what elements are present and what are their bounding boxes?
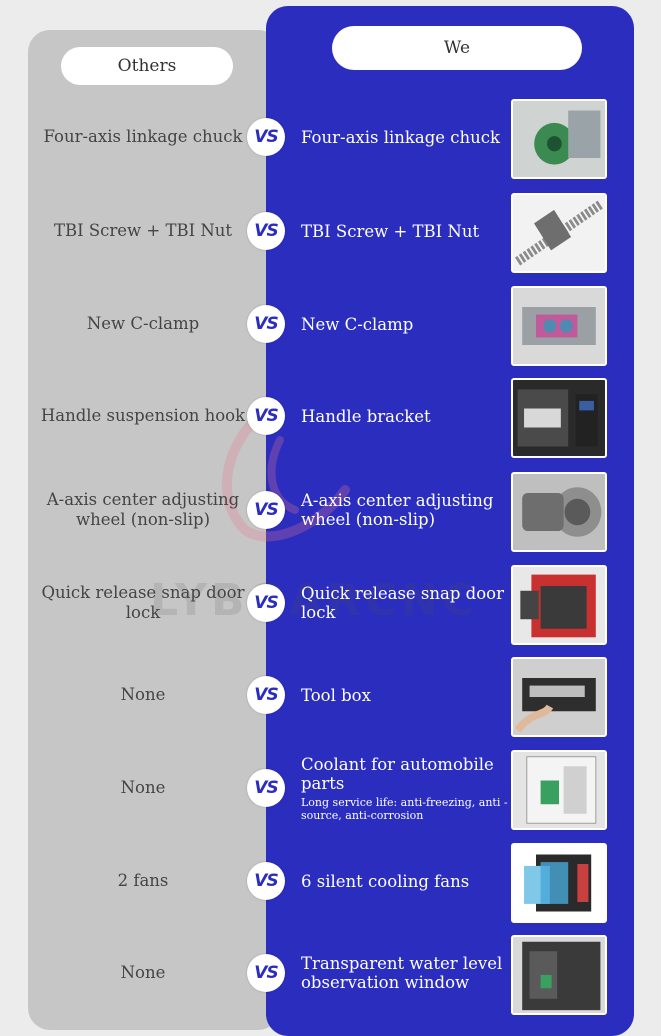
we-feature: New C-clamp	[301, 278, 509, 370]
we-feature-text: Coolant for automobile parts	[301, 754, 494, 793]
we-feature: TBI Screw + TBI Nut	[301, 185, 509, 277]
we-feature-text: Transparent water level observation wind…	[301, 954, 503, 992]
others-feature-text: None	[120, 778, 166, 797]
handle-bracket-photo	[511, 378, 607, 458]
comparison-row: New C-clamp VS New C-clamp	[0, 278, 661, 370]
comparison-row: None VS Tool box	[0, 649, 661, 741]
we-feature-text: New C-clamp	[301, 314, 414, 334]
we-feature: Transparent water level observation wind…	[301, 927, 509, 1019]
vs-badge: VS	[247, 397, 285, 435]
others-feature-text: None	[120, 685, 166, 704]
others-feature-text: 2 fans	[117, 871, 169, 890]
we-header: We	[332, 26, 582, 70]
we-feature-text: Handle bracket	[301, 406, 431, 426]
ball-screw-photo	[511, 193, 607, 273]
others-header: Others	[61, 47, 233, 85]
we-feature-text: Tool box	[301, 685, 371, 705]
vs-badge: VS	[247, 954, 285, 992]
coolant-photo	[511, 750, 607, 830]
we-feature: 6 silent cooling fans	[301, 835, 509, 927]
we-feature-text: TBI Screw + TBI Nut	[301, 221, 480, 241]
we-feature-text: 6 silent cooling fans	[301, 871, 470, 891]
others-feature-text: Quick release snap door lock	[41, 583, 245, 622]
others-feature-text: None	[120, 963, 166, 982]
others-feature-text: New C-clamp	[86, 314, 200, 333]
we-feature-subtext: Long service life: anti-freezing, anti -…	[301, 795, 508, 822]
comparison-row: A-axis center adjusting wheel (non-slip)…	[0, 464, 661, 556]
comparison-row: TBI Screw + TBI Nut VS TBI Screw + TBI Nut	[0, 185, 661, 277]
comparison-row: 2 fans VS 6 silent cooling fans	[0, 835, 661, 927]
we-feature-text: A-axis center adjusting wheel (non-slip)	[301, 491, 494, 529]
others-feature-text: A-axis center adjusting wheel (non-slip)	[46, 490, 240, 529]
we-feature: Four-axis linkage chuck	[301, 91, 509, 183]
we-feature-text: Four-axis linkage chuck	[301, 127, 501, 147]
others-feature-text: Handle suspension hook	[40, 406, 246, 425]
tool-box-photo	[511, 657, 607, 737]
vs-badge: VS	[247, 769, 285, 807]
we-feature-text: Quick release snap door lock	[301, 584, 504, 622]
adjusting-wheel-photo	[511, 472, 607, 552]
we-feature: A-axis center adjusting wheel (non-slip)	[301, 464, 509, 556]
comparison-row: None VS Transparent water level observatio…	[0, 927, 661, 1019]
vs-badge: VS	[247, 305, 285, 343]
vs-badge: VS	[247, 118, 285, 156]
others-feature-text: TBI Screw + TBI Nut	[53, 221, 233, 240]
four-axis-chuck-photo	[511, 99, 607, 179]
we-feature: Tool box	[301, 649, 509, 741]
others-column	[28, 30, 280, 1030]
we-feature: Handle bracket	[301, 370, 509, 462]
vs-badge: VS	[247, 862, 285, 900]
we-feature: Quick release snap door lock	[301, 557, 509, 649]
vs-badge: VS	[247, 676, 285, 714]
vs-badge: VS	[247, 212, 285, 250]
vs-badge: VS	[247, 491, 285, 529]
others-feature-text: Four-axis linkage chuck	[43, 127, 243, 146]
door-lock-photo	[511, 565, 607, 645]
water-window-photo	[511, 935, 607, 1015]
cooling-fans-photo	[511, 843, 607, 923]
vs-badge: VS	[247, 584, 285, 622]
c-clamp-photo	[511, 286, 607, 366]
